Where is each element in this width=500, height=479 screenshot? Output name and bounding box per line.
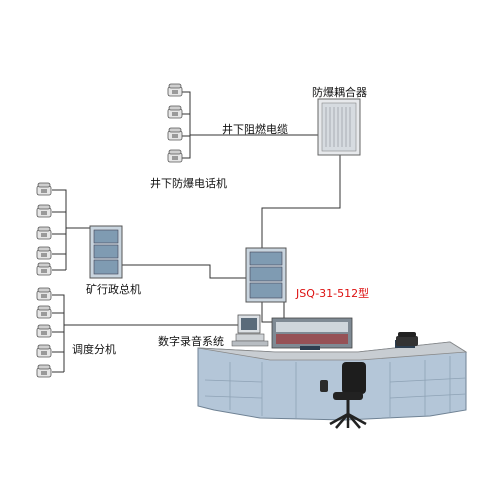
dispatch-desk-icon bbox=[197, 317, 468, 421]
telephone-icon bbox=[36, 287, 52, 301]
coupler-box-icon bbox=[317, 98, 361, 156]
underground-phones-label: 井下防爆电话机 bbox=[150, 177, 227, 190]
admin-phones bbox=[36, 182, 52, 276]
computer-icon bbox=[231, 314, 269, 347]
office-chair-icon bbox=[320, 362, 367, 429]
telephone-icon bbox=[36, 246, 52, 260]
telephone-icon bbox=[36, 226, 52, 240]
admin-switch-label: 矿行政总机 bbox=[86, 283, 141, 296]
telephone-icon bbox=[36, 262, 52, 276]
switch-cabinet-icon bbox=[89, 225, 123, 279]
coupler-label: 防爆耦合器 bbox=[312, 86, 367, 99]
underground-phones bbox=[167, 83, 183, 163]
cable-label: 井下阻燃电缆 bbox=[222, 123, 288, 136]
model-label: JSQ-31-512型 bbox=[296, 287, 370, 300]
telephone-icon bbox=[167, 127, 183, 141]
dispatch-phones bbox=[36, 287, 52, 378]
telephone-icon bbox=[36, 182, 52, 196]
jsq-switch-cabinet bbox=[245, 247, 287, 303]
telephone-icon bbox=[167, 149, 183, 163]
desk-telephone-icon bbox=[396, 332, 418, 346]
telephone-icon bbox=[167, 105, 183, 119]
telephone-icon bbox=[167, 83, 183, 97]
telephone-icon bbox=[36, 305, 52, 319]
telephone-icon bbox=[36, 344, 52, 358]
recorder-label: 数字录音系统 bbox=[158, 335, 224, 348]
telephone-icon bbox=[36, 324, 52, 338]
connection-lines bbox=[52, 91, 341, 373]
telephone-icon bbox=[36, 364, 52, 378]
dispatch-ext-label: 调度分机 bbox=[72, 343, 116, 356]
telephone-icon bbox=[36, 204, 52, 218]
